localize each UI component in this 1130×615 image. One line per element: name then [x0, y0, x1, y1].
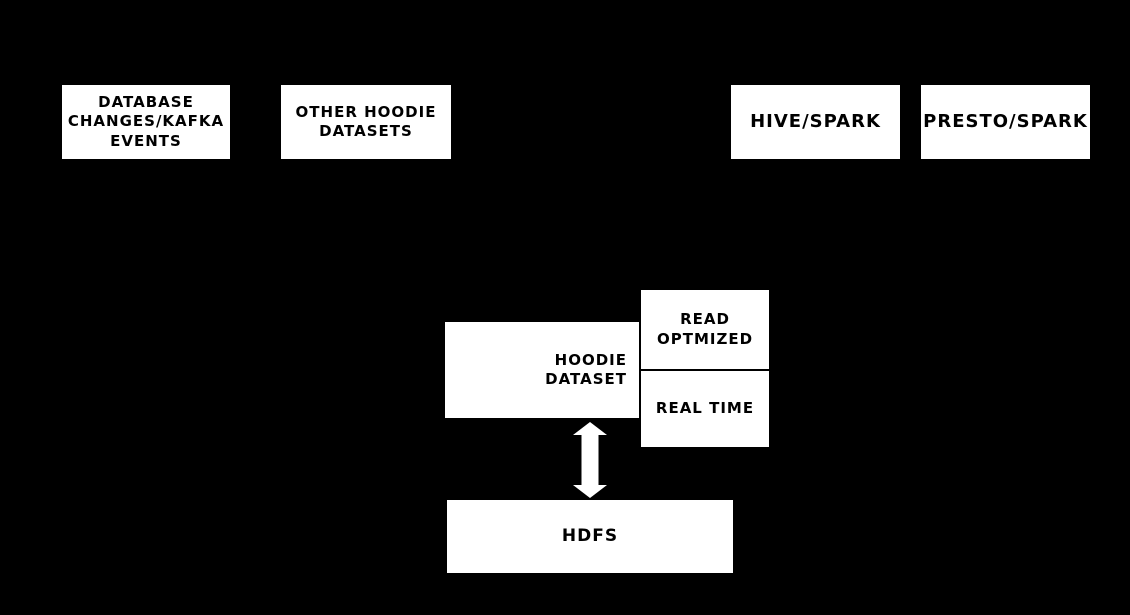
node-hdfs: HDFS [447, 500, 733, 573]
node-database-changes-kafka-events: DATABASE CHANGES/KAFKA EVENTS [62, 85, 230, 159]
node-hoodie-dataset: HOODIE DATASET [445, 322, 639, 418]
node-real-time-view: REAL TIME [641, 371, 769, 447]
node-other-hoodie-datasets: OTHER HOODIE DATASETS [281, 85, 451, 159]
node-label-line: DATASET [545, 370, 627, 388]
node-hive-spark: HIVE/SPARK [731, 85, 900, 159]
node-label-line: PRESTO/SPARK [923, 111, 1088, 133]
node-label-line: EVENTS [110, 131, 182, 150]
node-label-line: DATABASE [98, 93, 194, 112]
node-label-line: OTHER HOODIE [295, 102, 437, 121]
node-label-line: DATASETS [319, 122, 413, 140]
node-label-line: REAL TIME [655, 399, 755, 418]
double-arrow-icon [573, 422, 607, 498]
node-label-line: HOODIE [554, 350, 627, 369]
node-label-line: CHANGES/KAFKA [67, 112, 225, 131]
node-label-line: OPTMIZED [656, 329, 754, 348]
node-label-line: HIVE/SPARK [750, 111, 881, 133]
double-arrow-glyph [573, 422, 607, 498]
node-label-line: READ [680, 310, 730, 329]
node-read-optimized-view: READ OPTMIZED [641, 290, 769, 369]
node-label-line: HDFS [561, 525, 619, 546]
node-presto-spark: PRESTO/SPARK [921, 85, 1090, 159]
double-arrow-shape [573, 422, 607, 498]
